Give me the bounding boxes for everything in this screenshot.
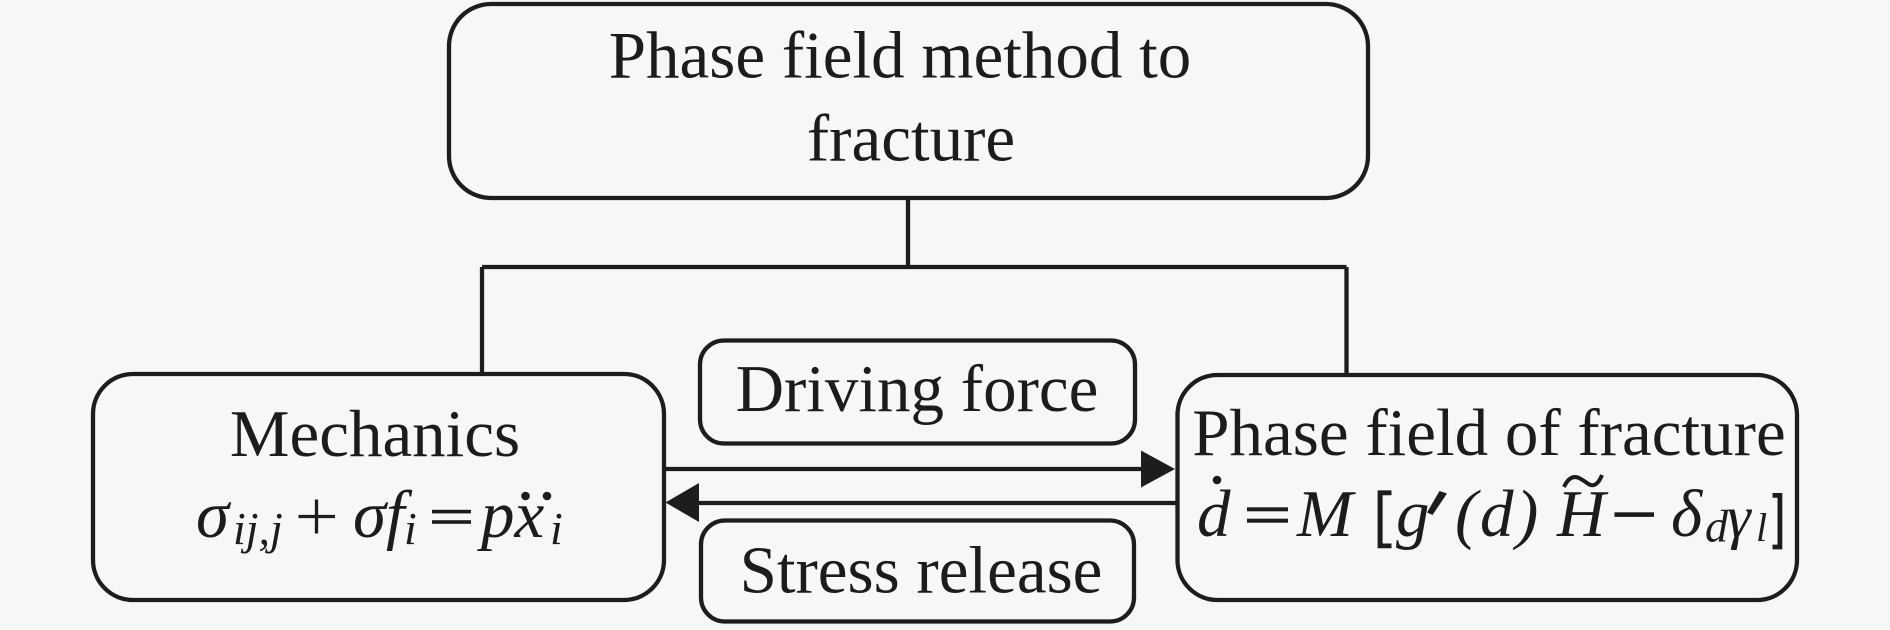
- svg-text:σf: σf: [353, 478, 413, 552]
- svg-text:H: H: [1556, 477, 1609, 551]
- svg-text:px: px: [477, 478, 545, 552]
- svg-text:Phase field of fracture: Phase field of fracture: [1192, 396, 1785, 470]
- svg-text:Driving force: Driving force: [736, 352, 1099, 426]
- svg-text:l: l: [1756, 505, 1767, 550]
- svg-text:Stress release: Stress release: [740, 534, 1103, 608]
- svg-text:fracture: fracture: [807, 102, 1015, 176]
- svg-text:d: d: [1480, 477, 1514, 551]
- svg-text:d: d: [1705, 501, 1729, 552]
- svg-text:δ: δ: [1671, 477, 1704, 551]
- svg-text:g: g: [1396, 477, 1430, 551]
- svg-text:i: i: [404, 503, 417, 554]
- svg-text:): ): [1512, 477, 1538, 551]
- svg-text:Mechanics: Mechanics: [230, 397, 520, 471]
- svg-text:ij,j: ij,j: [233, 503, 283, 554]
- svg-text:Phase field method to: Phase field method to: [609, 19, 1191, 93]
- svg-text:M: M: [1296, 477, 1356, 551]
- svg-text:i: i: [550, 503, 563, 554]
- svg-text:σ: σ: [196, 478, 232, 552]
- svg-text:d: d: [1197, 477, 1231, 551]
- svg-text:(: (: [1455, 477, 1481, 551]
- svg-text:γ: γ: [1727, 484, 1752, 550]
